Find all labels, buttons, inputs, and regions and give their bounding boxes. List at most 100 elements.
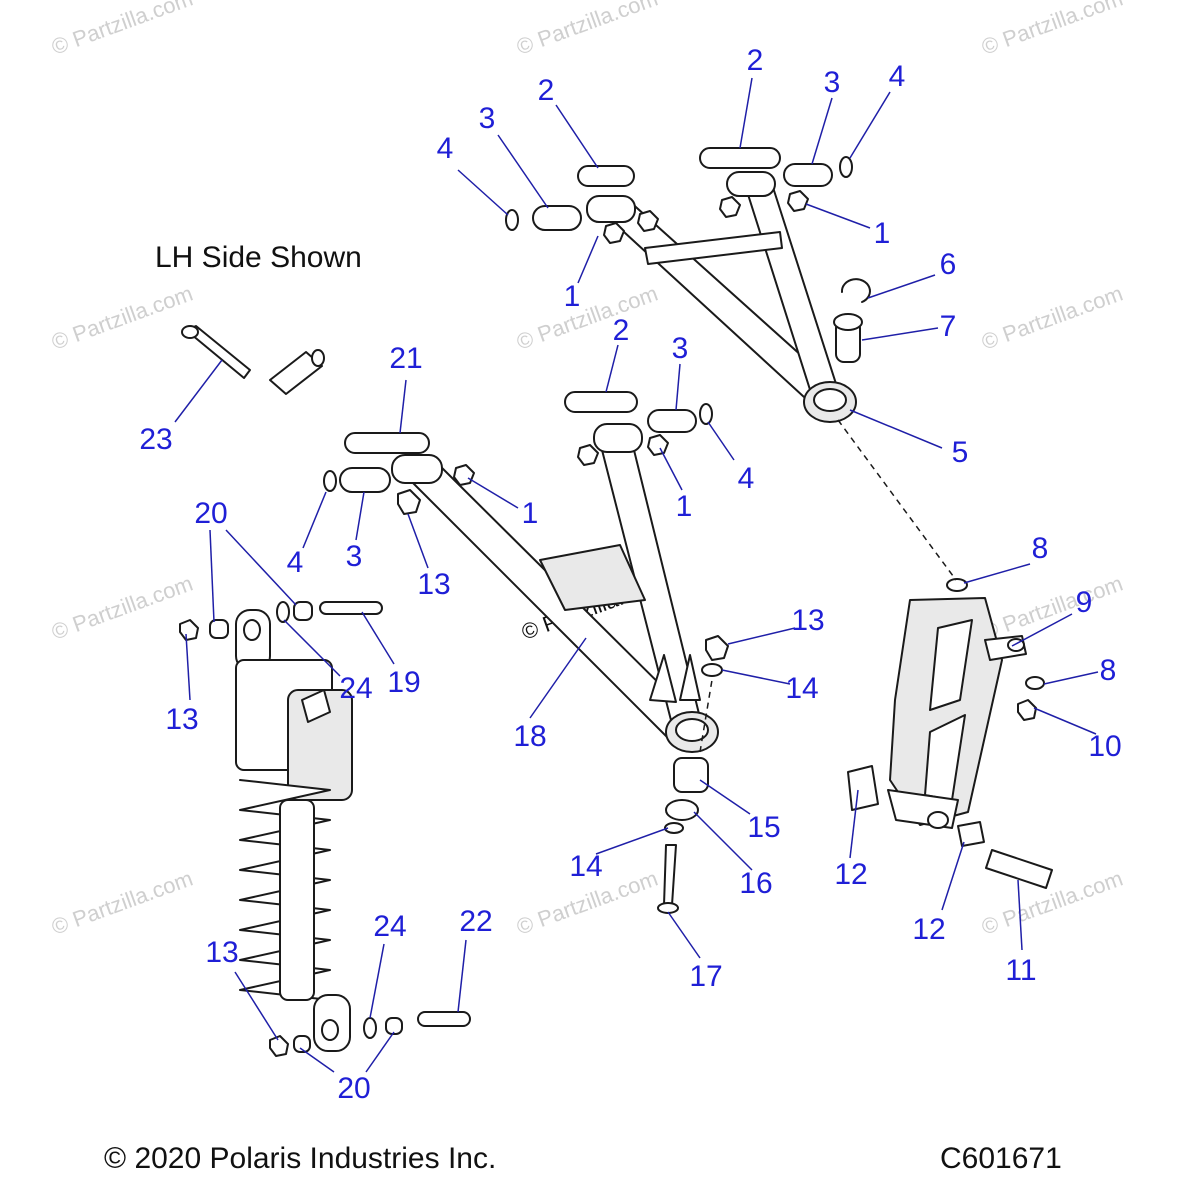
callout-9: 9 <box>1076 586 1093 619</box>
nut <box>179 619 199 641</box>
watermark: © Partzilla.com <box>48 0 196 60</box>
bushing <box>293 601 313 621</box>
callout-4: 4 <box>437 132 454 165</box>
ball-joint-boot <box>673 757 709 793</box>
callout-12: 12 <box>834 858 867 891</box>
callout-16: 16 <box>739 867 772 900</box>
callout-18: 18 <box>513 720 546 753</box>
callout-12: 12 <box>912 913 945 946</box>
copyright: © 2020 Polaris Industries Inc. <box>104 1142 496 1175</box>
nut <box>637 210 659 232</box>
bushing <box>339 467 391 493</box>
callout-11: 11 <box>1005 954 1036 987</box>
callout-1: 1 <box>564 280 581 313</box>
bolt <box>319 601 383 615</box>
callout-10: 10 <box>1088 730 1121 763</box>
nut <box>787 190 809 212</box>
callout-2: 2 <box>613 314 630 347</box>
callout-17: 17 <box>689 960 722 993</box>
callout-3: 3 <box>824 66 841 99</box>
callout-3: 3 <box>346 540 363 573</box>
bushing <box>847 765 879 811</box>
watermark: © Partzilla.com <box>48 866 196 940</box>
nut <box>647 434 669 456</box>
callout-19: 19 <box>387 666 420 699</box>
leader-lines <box>174 77 1099 1073</box>
callout-3: 3 <box>479 102 496 135</box>
bushing <box>957 821 985 847</box>
nut <box>603 222 625 244</box>
bushing <box>783 163 833 187</box>
callout-24: 24 <box>339 672 372 705</box>
washer <box>699 403 713 425</box>
callout-5: 5 <box>952 436 969 469</box>
callout-13: 13 <box>791 604 824 637</box>
diagram-code: C601671 <box>940 1142 1062 1175</box>
washer <box>276 601 290 623</box>
callout-13: 13 <box>417 568 450 601</box>
bolt <box>663 844 677 906</box>
bushing <box>647 409 697 433</box>
callout-1: 1 <box>874 217 891 250</box>
steering-knuckle <box>887 597 1027 829</box>
nut <box>705 635 729 661</box>
watermark: © Partzilla.com <box>978 866 1126 940</box>
callouts: 4 3 2 1 2 3 4 1 6 7 5 2 3 4 1 1 21 4 3 1… <box>139 44 1121 1105</box>
washer <box>1025 676 1045 690</box>
nut <box>397 489 421 515</box>
callout-4: 4 <box>889 60 906 93</box>
washer <box>505 209 519 231</box>
shock-absorber <box>235 609 353 1052</box>
watermark: © Partzilla.com <box>48 281 196 355</box>
upper-a-arm <box>586 171 857 423</box>
bushing <box>293 1035 311 1053</box>
bushing <box>385 1017 403 1035</box>
view-note: LH Side Shown <box>155 241 362 274</box>
assembly-line <box>837 419 957 581</box>
nut <box>269 1035 289 1057</box>
callout-14: 14 <box>569 850 602 883</box>
upper-arm-hardware <box>505 147 871 363</box>
washer <box>839 156 853 178</box>
washer <box>946 578 968 592</box>
watermark: © Partzilla.com <box>978 281 1126 355</box>
washer <box>363 1017 377 1039</box>
watermark: © Partzilla.com <box>978 571 1126 645</box>
washer <box>323 470 337 492</box>
washer <box>701 663 723 677</box>
knuckle-hardware <box>847 578 1053 889</box>
callout-22: 21 <box>389 342 422 375</box>
callout-8: 8 <box>1032 532 1049 565</box>
lower-a-arm <box>391 423 719 753</box>
callout-1: 1 <box>522 497 539 530</box>
pivot-pin <box>564 391 638 413</box>
retaining-ring <box>840 278 871 303</box>
callout-21: 22 <box>459 905 492 938</box>
watermark: © Partzilla.com <box>48 571 196 645</box>
nut <box>719 196 741 218</box>
assembly-line <box>699 679 713 753</box>
callout-1: 1 <box>676 490 693 523</box>
callout-13: 13 <box>205 936 238 969</box>
callout-7: 7 <box>940 310 957 343</box>
watermark: © Partzilla.com <box>513 0 661 60</box>
pivot-pin <box>577 165 635 187</box>
bushing <box>209 619 229 639</box>
callout-20: 20 <box>337 1072 370 1105</box>
callout-4: 4 <box>287 546 304 579</box>
callout-6: 6 <box>940 248 957 281</box>
shock-hardware <box>179 601 471 1057</box>
callout-20: 20 <box>194 497 227 530</box>
bushing <box>532 205 582 231</box>
callout-13: 13 <box>165 703 198 736</box>
nut <box>577 444 599 466</box>
pivot-pin <box>699 147 781 169</box>
callout-8: 8 <box>1100 654 1117 687</box>
callout-23: 23 <box>139 423 172 456</box>
nut <box>453 464 475 486</box>
callout-24: 24 <box>373 910 406 943</box>
callout-2: 2 <box>747 44 764 77</box>
retaining-ring <box>665 799 699 821</box>
callout-4: 4 <box>738 462 755 495</box>
